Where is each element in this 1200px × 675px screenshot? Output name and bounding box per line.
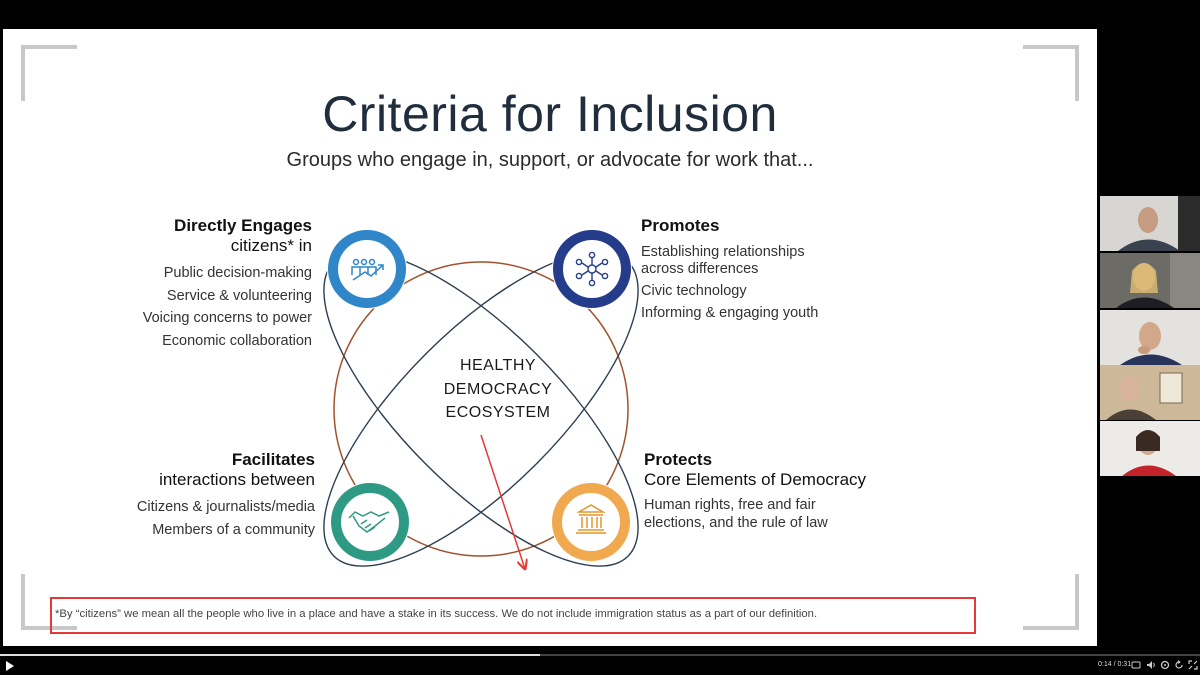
handshake-icon — [348, 511, 390, 533]
block-heading: Protects — [644, 450, 713, 469]
block-item: Civic technology — [641, 283, 747, 299]
ecosystem-diagram — [323, 229, 639, 646]
corner-bracket — [21, 574, 77, 630]
block-promotes: Promotes Establishing relationships acro… — [641, 216, 831, 327]
participant-video-tile[interactable] — [1100, 310, 1200, 365]
block-heading: Directly Engages — [174, 216, 312, 235]
play-icon[interactable] — [5, 660, 15, 672]
block-item: Service & volunteering — [166, 287, 312, 304]
slide-title: Criteria for Inclusion — [322, 86, 778, 142]
block-item: Establishing relationships across differ… — [641, 244, 805, 277]
footnote-text: *By “citizens” we mean all the people wh… — [55, 608, 818, 620]
volume-icon[interactable] — [1146, 660, 1156, 670]
fullscreen-icon[interactable] — [1188, 660, 1198, 670]
center-label: HEALTHY DEMOCRACY ECOSYSTEM — [413, 354, 583, 425]
participant-video — [1100, 253, 1200, 308]
center-label-line: DEMOCRACY — [443, 380, 553, 398]
center-label-line: ECOSYSTEM — [445, 404, 551, 421]
node-protects — [551, 482, 631, 562]
participant-video — [1100, 196, 1200, 251]
footnote-highlight-box: *By “citizens” we mean all the people wh… — [50, 597, 976, 634]
node-directly-engages — [327, 229, 407, 309]
captions-icon[interactable] — [1131, 660, 1141, 670]
block-subheading: citizens* in — [230, 236, 312, 255]
annotation-arrow — [480, 434, 525, 569]
network-icon — [575, 251, 609, 287]
block-item: Members of a community — [152, 521, 315, 538]
block-item: Voicing concerns to power — [142, 310, 312, 326]
block-item: Economic collaboration — [162, 332, 312, 349]
video-time-display: 0:14 / 0:31 — [1098, 661, 1132, 668]
block-heading: Promotes — [641, 216, 720, 235]
node-facilitates — [330, 482, 410, 562]
participant-video — [1100, 421, 1200, 476]
presentation-slide: Criteria for Inclusion Groups who engage… — [3, 29, 1097, 646]
participant-video-tile[interactable] — [1100, 421, 1200, 476]
corner-bracket — [1023, 45, 1079, 101]
block-item: Informing & engaging youth — [641, 305, 819, 321]
slide-subtitle: Groups who engage in, support, or advoca… — [286, 149, 814, 171]
block-protects: Protects Core Elements of Democracy Huma… — [644, 450, 866, 532]
block-subheading: Core Elements of Democracy — [644, 470, 867, 489]
corner-bracket — [21, 45, 77, 101]
outer-circle — [333, 261, 629, 557]
participant-video-tile[interactable] — [1100, 365, 1200, 420]
replay-icon[interactable] — [1174, 660, 1184, 670]
corner-bracket — [1023, 574, 1079, 630]
block-item: Citizens & journalists/media — [136, 499, 315, 515]
settings-icon[interactable] — [1160, 660, 1170, 670]
people-growth-icon — [351, 258, 384, 281]
block-item: Public decision-making — [163, 265, 312, 281]
video-progress-bar[interactable] — [0, 654, 1200, 656]
block-directly-engages: Directly Engages citizens* in Public dec… — [143, 216, 312, 352]
node-promotes — [552, 229, 632, 309]
block-subheading: interactions between — [159, 470, 315, 489]
participant-video-tile[interactable] — [1100, 253, 1200, 308]
government-building-icon — [576, 504, 606, 534]
block-heading: Facilitates — [231, 450, 315, 469]
block-facilitates: Facilitates interactions between Citizen… — [137, 450, 315, 541]
participant-video — [1100, 365, 1200, 420]
block-item: Human rights, free and fair elections, a… — [644, 497, 828, 531]
center-label-line: HEALTHY — [459, 357, 537, 374]
participant-video-tile[interactable] — [1100, 196, 1200, 251]
participant-video — [1100, 310, 1200, 365]
video-progress-fill — [0, 654, 540, 656]
